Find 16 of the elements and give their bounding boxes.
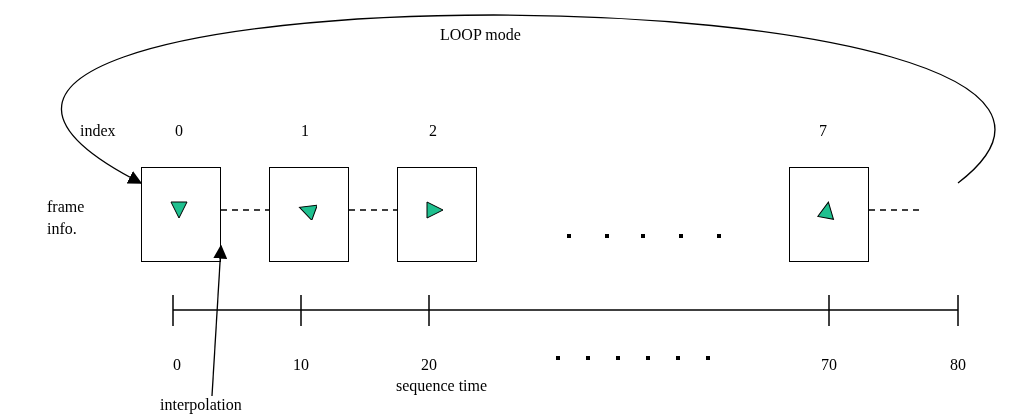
frame-box <box>789 167 869 262</box>
frame-box <box>269 167 349 262</box>
frame-box <box>141 167 221 262</box>
dashed-line <box>348 209 398 211</box>
frame-box <box>397 167 477 262</box>
dashed-line <box>220 209 270 211</box>
tick-label: 20 <box>421 356 437 374</box>
row-label: frame info. <box>47 197 86 239</box>
tick-label: 0 <box>173 356 181 374</box>
tick-label: 80 <box>950 356 966 374</box>
callout-text: interpolation <box>160 396 242 414</box>
dashed-line <box>868 209 921 211</box>
axis-title: sequence time <box>396 377 488 395</box>
tick-label: 70 <box>821 356 837 374</box>
loop-arrow <box>211 244 228 397</box>
tick-label: 10 <box>293 356 309 374</box>
